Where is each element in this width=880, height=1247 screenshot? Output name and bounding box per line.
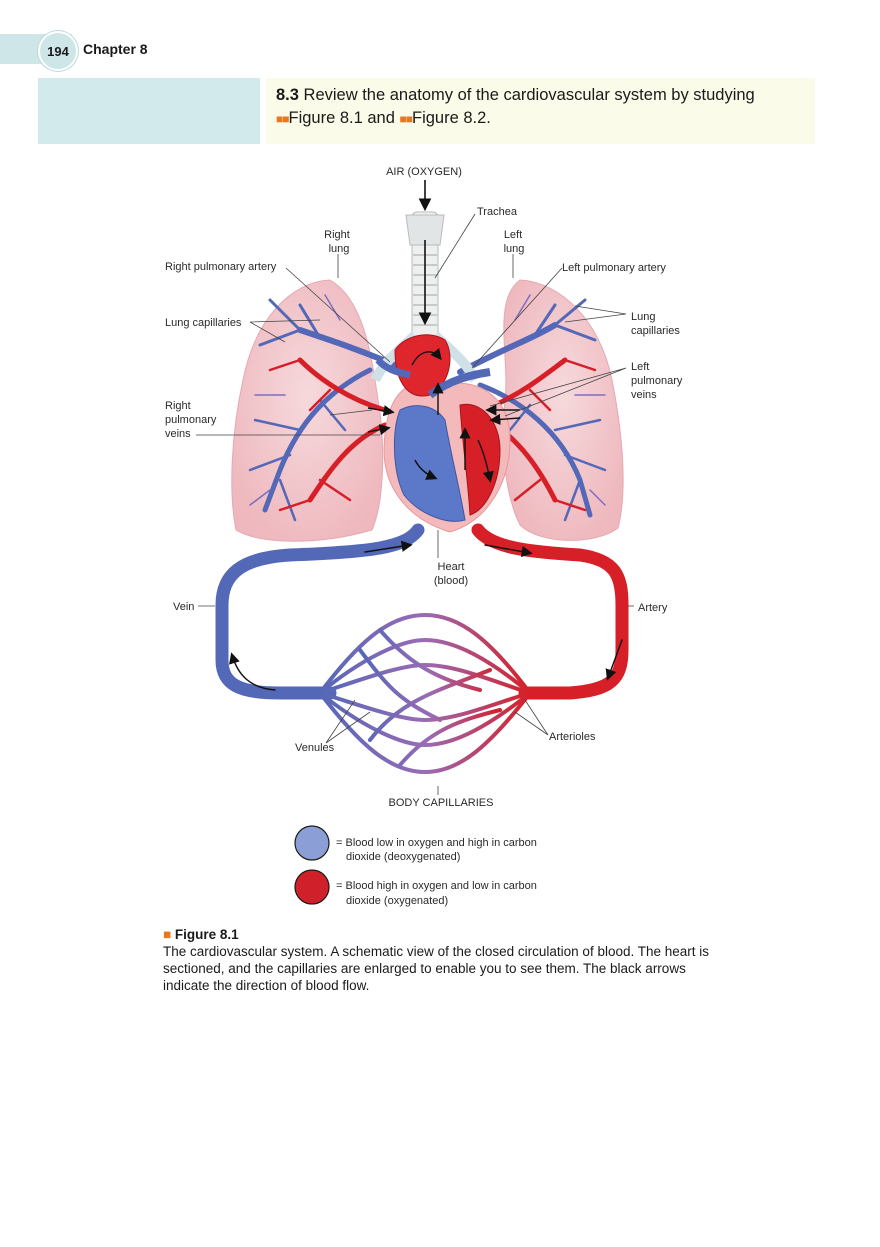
right-lung-vessels (248, 294, 398, 522)
figure-ref-1[interactable]: Figure 8.1 (288, 109, 363, 127)
label-body-capillaries: BODY CAPILLARIES (389, 797, 494, 809)
figure-caption: ■ Figure 8.1 The cardiovascular system. … (163, 926, 723, 994)
vein-vessel (215, 523, 425, 700)
label-lung-capillaries-right-2: capillaries (631, 325, 680, 337)
heart (367, 334, 521, 533)
label-left-pulmonary-artery: Left pulmonary artery (562, 262, 666, 274)
label-venules: Venules (295, 742, 335, 754)
left-lung (502, 279, 624, 541)
objective-number: 8.3 (276, 86, 299, 104)
label-artery: Artery (638, 602, 668, 614)
figure-ref-marker: ■■ (399, 112, 413, 126)
page-number: 194 (38, 31, 78, 71)
label-left-pulmonary-veins-3: veins (631, 389, 657, 401)
objective-text-end: . (486, 109, 491, 127)
label-air: AIR (OXYGEN) (386, 166, 462, 178)
label-arterioles: Arterioles (549, 731, 596, 743)
label-left-lung-2: lung (504, 243, 525, 255)
caption-body: The cardiovascular system. A schematic v… (163, 944, 710, 993)
label-right-pulmonary-artery: Right pulmonary artery (165, 261, 277, 273)
label-vein: Vein (173, 601, 194, 613)
systemic-circulation (215, 523, 629, 775)
legend-oxygenated-swatch (294, 869, 330, 905)
objective-text-before: Review the anatomy of the cardiovascular… (298, 86, 755, 104)
label-left-lung-1: Left (504, 229, 522, 241)
label-right-pulmonary-veins-3: veins (165, 428, 191, 440)
label-left-pulmonary-veins-2: pulmonary (631, 375, 683, 387)
label-right-lung-1: Right (324, 229, 350, 241)
label-right-lung-2: lung (329, 243, 350, 255)
caption-title: Figure 8.1 (174, 927, 239, 942)
label-left-pulmonary-veins-1: Left (631, 361, 649, 373)
label-lung-capillaries-left: Lung capillaries (165, 317, 242, 329)
capillary-network (318, 612, 532, 775)
legend-oxy-line-1: = Blood high in oxygen and low in carbon (336, 880, 537, 892)
label-heart-2: (blood) (434, 575, 468, 587)
chapter-label: Chapter 8 (83, 41, 148, 57)
legend-oxy-line-2: dioxide (oxygenated) (346, 895, 448, 907)
objective-box (266, 78, 815, 144)
artery-vessel (471, 523, 629, 700)
label-right-pulmonary-veins-2: pulmonary (165, 414, 217, 426)
leader-lines (196, 213, 634, 795)
objective-text-middle: and (362, 109, 400, 127)
figure-ref-marker: ■■ (276, 112, 289, 126)
label-trachea: Trachea (477, 206, 518, 218)
figure-ref-2[interactable]: Figure 8.2 (412, 109, 487, 127)
legend-deoxy-line-2: dioxide (deoxygenated) (346, 851, 460, 863)
cardiovascular-diagram: AIR (OXYGEN) Trachea Right lung Left lun… (165, 166, 683, 907)
label-lung-capillaries-right-1: Lung (631, 311, 655, 323)
objective-text: 8.3 Review the anatomy of the cardiovasc… (276, 84, 806, 131)
label-heart-1: Heart (438, 561, 465, 573)
label-right-pulmonary-veins-1: Right (165, 400, 191, 412)
caption-bullet: ■ (163, 927, 172, 942)
legend-deoxygenated-swatch (294, 825, 330, 861)
objective-side-panel (38, 78, 260, 144)
legend: = Blood low in oxygen and high in carbon… (294, 825, 537, 907)
legend-deoxy-line-1: = Blood low in oxygen and high in carbon (336, 837, 537, 849)
